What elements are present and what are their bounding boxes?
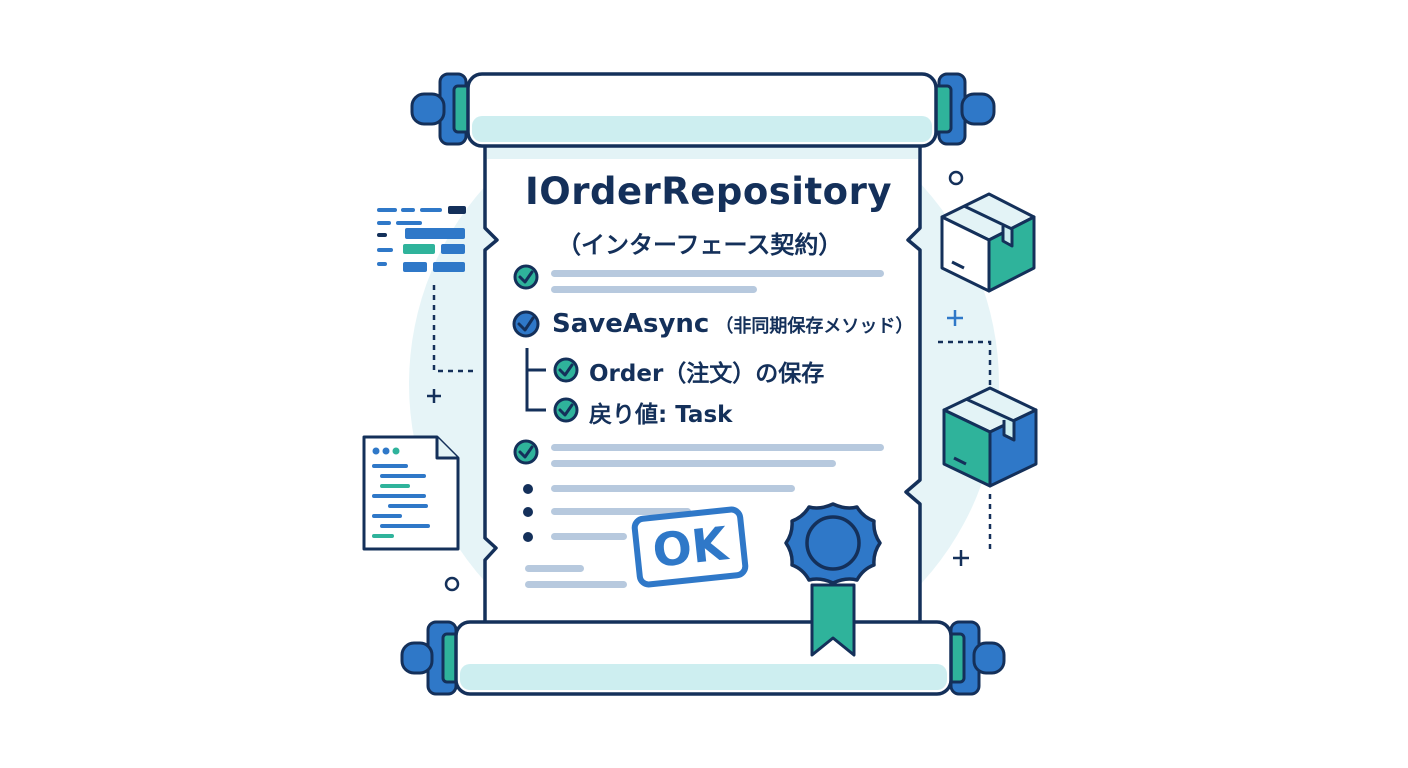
wax-seal-icon [784,502,882,657]
method-item: SaveAsync（非同期保存メソッド） [552,309,913,339]
plus-icon [947,310,963,326]
bullet-dot [523,484,533,494]
package-box-icon [940,192,1036,293]
interface-title: IOrderRepository [525,170,892,213]
bullet-dot [523,532,533,542]
placeholder-line [551,286,757,293]
check-circle-icon [513,439,539,465]
code-document-icon [362,435,460,551]
placeholder-line [551,533,627,540]
ok-stamp: OK [630,505,750,589]
top-roller [410,72,996,148]
check-circle-icon [512,310,540,338]
return-item: 戻り値: Task [589,402,733,428]
method-note: （非同期保存メソッド） [715,316,914,337]
placeholder-line [551,444,884,451]
placeholder-line [551,270,884,277]
method-name: SaveAsync [552,309,710,339]
tree-connector [525,348,546,412]
right-dashed-connector [938,340,992,394]
parameter-item: Order（注文）の保存 [589,361,825,387]
interface-subtitle: （インターフェース契約） [557,231,843,259]
placeholder-line [525,565,584,572]
package-box-icon [942,386,1038,488]
placeholder-line [525,581,627,588]
code-lines-icon [377,206,466,272]
check-circle-icon [553,357,579,383]
bullet-dot [523,507,533,517]
placeholder-line [551,508,691,515]
circle-icon [444,576,460,592]
plus-icon [427,389,441,403]
check-circle-icon [553,397,579,423]
placeholder-line [551,485,795,492]
left-dashed-connector [432,285,476,373]
placeholder-line [551,460,836,467]
circle-icon [948,170,964,186]
plus-icon [953,550,969,566]
check-circle-icon [513,264,539,290]
bottom-roller [400,620,1006,696]
